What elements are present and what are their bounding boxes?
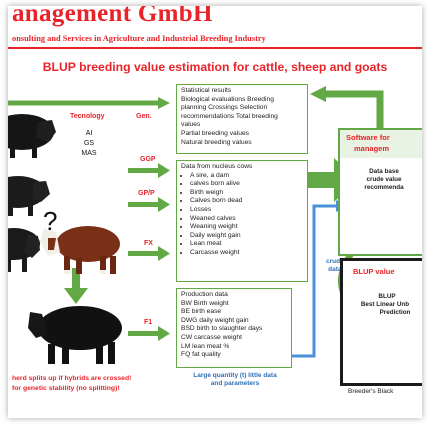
header-divider: [8, 47, 422, 49]
large-quantity-note: Large quantity (t) little data and param…: [174, 372, 296, 388]
technology-list: AI GS MAS: [74, 129, 104, 159]
arrow-ggp: [128, 163, 170, 178]
nucleus-item: calves born alive: [190, 180, 303, 189]
production-line: CW carcasse weight: [181, 333, 242, 341]
blup-line: Prediction: [379, 309, 411, 316]
herd-note-line: herd splits up if hybrids are crossed!: [12, 375, 132, 382]
production-line: BE birth ease: [181, 308, 222, 316]
results-line: planning Crossings Selection: [181, 104, 268, 112]
nucleus-item: Weaned calves: [190, 215, 303, 224]
production-line: Production data: [181, 291, 228, 298]
results-line: Natural breeding values: [181, 138, 252, 146]
software-title-line: Software for: [346, 133, 390, 142]
technology-heading: Tecnology: [70, 113, 105, 120]
cattle-illustration-bottom: [8, 228, 40, 272]
nucleus-intro: Data from nucleus cows: [181, 163, 253, 170]
gen-label-f1: F1: [144, 319, 153, 326]
results-line: Partial breeding values: [181, 129, 250, 137]
blup-line: BLUP: [378, 293, 396, 300]
statistical-results-box: Statistical results Biological evaluatio…: [176, 84, 308, 154]
black-box-label: Breeder's Black: [348, 388, 394, 395]
production-line: BW Birth weight: [181, 299, 229, 307]
results-line: Statistical results: [181, 87, 232, 94]
software-header: [340, 130, 422, 158]
generation-heading: Gen.: [136, 113, 152, 120]
large-quantity-line: Large quantity (t) little data: [193, 372, 277, 379]
cattle-illustration-top: [8, 114, 56, 158]
production-line: DWG daily weight gain: [181, 316, 249, 324]
gen-label-ggp: GGP: [140, 156, 156, 163]
nucleus-list: A sire, a dam calves born alive Birth we…: [181, 172, 303, 258]
crude-data-line: crude: [326, 258, 344, 265]
nucleus-item: Losses: [190, 206, 303, 215]
software-title-line: managem: [354, 144, 390, 153]
gen-label-fx: FX: [144, 240, 153, 247]
production-line: FQ fat quality: [181, 351, 221, 359]
feedback-arrow: [310, 86, 384, 128]
arrow-gp-p: [128, 197, 170, 212]
database-line: Data base: [369, 168, 399, 175]
results-line: values: [181, 121, 201, 129]
results-line: recommendations Total breeding: [181, 112, 278, 120]
nucleus-data-box: Data from nucleus cows A sire, a dam cal…: [176, 160, 308, 282]
production-line: LM lean meat %: [181, 342, 230, 350]
nucleus-item: Weaning weight: [190, 223, 303, 232]
production-line: BSD birth to slaughter days: [181, 325, 263, 333]
technology-gs: GS: [83, 140, 95, 147]
arrow-f1: [128, 326, 170, 341]
page-heading: BLUP breeding value estimation for cattl…: [42, 60, 388, 74]
production-data-box: Production data BW Birth weight BE birth…: [176, 288, 292, 368]
herd-note: herd splits up if hybrids are crossed! f…: [12, 374, 131, 394]
crude-data-label: crude data: [326, 258, 344, 274]
nucleus-item: Calves born dead: [190, 197, 303, 206]
large-quantity-line: and parameters: [210, 380, 260, 387]
nucleus-item: Birth weigh: [190, 189, 303, 198]
gen-label-gp-p: GP/P: [138, 190, 155, 197]
software-box: Software for managem Data base crude val…: [338, 128, 422, 256]
crude-data-line: data: [328, 266, 342, 273]
black-calf-illustration: [28, 306, 122, 364]
cattle-illustration-middle: [8, 176, 50, 216]
arrow-fx: [128, 246, 170, 261]
nucleus-item: A sire, a dam: [190, 172, 303, 181]
technology-ai: AI: [85, 130, 93, 137]
technology-mas: MAS: [81, 150, 97, 157]
top-left-arrow: [8, 97, 170, 109]
blup-box: BLUP value BLUP Best Linear Unb Predicti…: [340, 258, 422, 386]
question-mark: ?: [43, 206, 58, 236]
herd-note-line: for genetic stability (no splitting)!: [12, 385, 120, 392]
infographic-card: anagement GmbH onsulting and Services in…: [8, 6, 422, 418]
nucleus-item: Lean meat: [190, 240, 303, 249]
nucleus-item: Daily weight gain: [190, 232, 303, 241]
arrow-down-to-f1: [64, 268, 88, 304]
company-subtitle: onsulting and Services in Agriculture an…: [12, 34, 266, 43]
company-title: anagement GmbH: [12, 6, 213, 27]
blup-line: Best Linear Unb: [360, 301, 410, 308]
nucleus-item: Carcasse weight: [190, 249, 303, 258]
database-line: crude value: [366, 176, 402, 183]
results-line: Biological evaluations Breeding: [181, 95, 274, 103]
database-line: recommenda: [364, 184, 404, 191]
hereford-cow-illustration: [40, 226, 120, 274]
blup-title: BLUP value: [353, 267, 395, 276]
